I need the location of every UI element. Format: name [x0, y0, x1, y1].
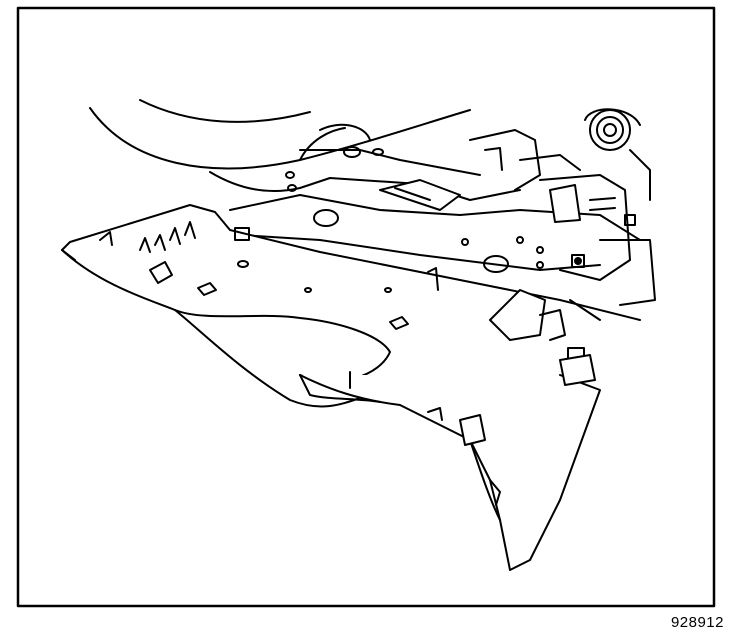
latch-bracket — [489, 289, 601, 386]
panel-holes — [197, 171, 409, 330]
mounting-bracket — [539, 174, 656, 306]
figure-id-label: 928912 — [670, 614, 724, 631]
retaining-clips — [99, 221, 486, 446]
cross-beam — [229, 179, 641, 273]
upper-dash-structure — [209, 123, 581, 201]
knee-bolster — [299, 374, 601, 571]
figure-frame — [16, 6, 716, 608]
steering-column-shroud — [89, 99, 471, 170]
fastener-coil — [584, 108, 651, 201]
